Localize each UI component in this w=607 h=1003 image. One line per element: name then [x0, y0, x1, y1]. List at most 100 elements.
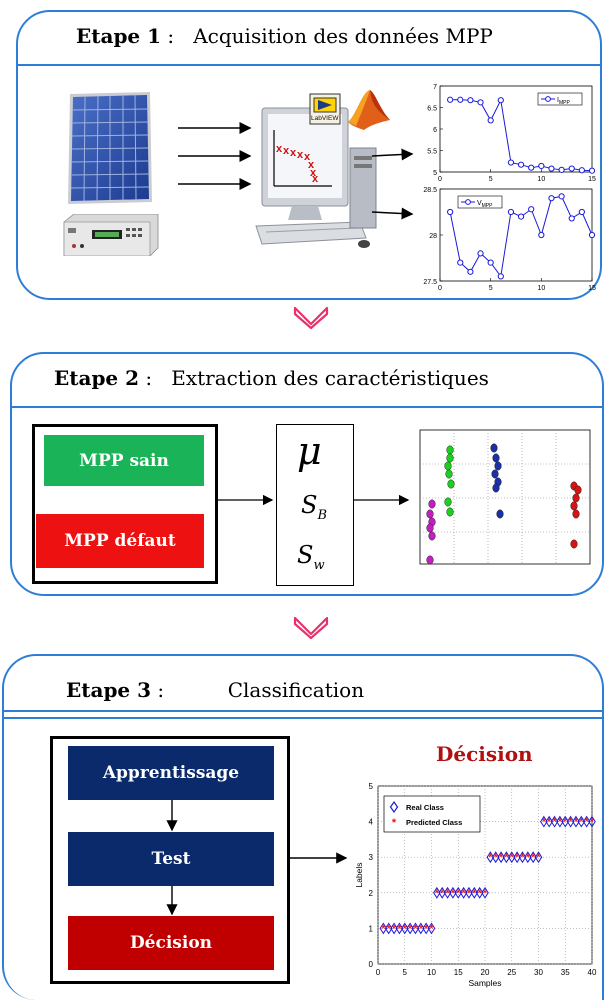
x-tick-label: 10 — [537, 176, 545, 183]
data-point — [507, 208, 515, 216]
cluster-point — [444, 497, 452, 507]
real-class-point — [390, 922, 398, 935]
real-class-point — [438, 886, 446, 899]
predicted-class-point: * — [499, 853, 503, 864]
real-class-point — [459, 886, 468, 899]
cluster-point — [428, 531, 436, 541]
real-class-point — [561, 815, 570, 828]
data-point — [457, 259, 464, 266]
predicted-class-point: * — [446, 888, 450, 899]
cluster-point — [445, 469, 453, 479]
predicted-class-point: * — [387, 924, 391, 935]
step2-heading: Extraction des caractéristiques — [171, 366, 489, 390]
cluster-point — [570, 501, 578, 511]
x-tick-label: 0 — [438, 176, 442, 183]
real-class-point — [582, 815, 591, 828]
real-class-point — [497, 851, 505, 864]
data-point — [548, 165, 555, 172]
data-point — [467, 268, 474, 275]
y-tick-label: 4 — [369, 818, 374, 827]
data-point — [467, 97, 474, 104]
predicted-class-point: * — [569, 817, 573, 828]
output-arrows — [371, 148, 414, 220]
predicted-class-point: * — [515, 853, 519, 864]
data-point — [558, 193, 565, 200]
real-class-point — [513, 851, 521, 864]
y-tick-label: 0 — [369, 960, 374, 969]
x-axis-label: Samples — [468, 978, 501, 988]
real-class-point — [443, 886, 452, 899]
plot-legend: IMPP — [537, 92, 583, 106]
data-point — [528, 206, 535, 213]
predicted-class-point: * — [403, 924, 407, 935]
mpp-state-box — [32, 424, 218, 584]
data-point — [447, 96, 454, 103]
step2-arrows — [218, 494, 410, 506]
predicted-class-point: * — [462, 888, 466, 899]
step1-label: Etape 1 — [76, 24, 162, 48]
real-class-point — [572, 815, 580, 828]
legend-label: VMPP — [477, 200, 493, 209]
test-box: Test — [68, 832, 274, 886]
predicted-class-point: * — [542, 817, 546, 828]
svg-text:x: x — [276, 143, 283, 155]
data-point — [487, 117, 494, 124]
x-tick-label: 5 — [403, 968, 408, 977]
predicted-class-point: * — [563, 817, 567, 828]
real-class-point — [454, 886, 463, 899]
cluster-point — [492, 453, 500, 463]
plot-legend: VMPP — [457, 195, 503, 209]
decision-box: Décision — [68, 916, 274, 970]
real-class-point — [524, 851, 532, 864]
feature-sb: SB — [301, 491, 328, 523]
x-tick-label: 15 — [588, 176, 596, 183]
step1-heading: Acquisition des données MPP — [193, 24, 493, 48]
step1-titlebar — [18, 12, 600, 66]
predicted-class-point: * — [467, 888, 471, 899]
data-point — [497, 273, 504, 280]
real-class-point — [379, 922, 388, 935]
data-point — [477, 99, 484, 106]
data-point — [497, 97, 504, 104]
y-tick-label: 6 — [433, 127, 437, 134]
data-point — [487, 259, 494, 266]
chart-legend: Real Class*Predicted Class — [383, 795, 481, 833]
y-tick-label: 7 — [433, 84, 437, 91]
x-tick-label: 40 — [588, 968, 597, 977]
real-class-point — [556, 815, 564, 828]
svg-text:x: x — [283, 145, 290, 157]
solar-panel-icon — [68, 92, 152, 204]
cluster-point — [572, 509, 580, 519]
y-axis-label: Labels — [354, 862, 364, 887]
predicted-class-point: * — [510, 853, 514, 864]
real-class-point — [518, 851, 527, 864]
real-class-point — [427, 922, 436, 935]
data-point — [588, 167, 596, 174]
data-point — [517, 161, 525, 168]
legend-predicted-label: Predicted Class — [406, 818, 462, 827]
data-point — [548, 195, 555, 202]
data-point — [568, 215, 575, 222]
cluster-point — [491, 469, 499, 479]
real-class-point — [481, 886, 489, 899]
chevron-down-icon — [293, 306, 329, 330]
data-point — [558, 166, 565, 173]
real-class-point — [411, 922, 420, 935]
features-box: μ SB Sw — [276, 424, 354, 586]
step1-title: Etape 1 : Acquisition des données MPP — [76, 24, 493, 48]
real-class-point — [417, 922, 425, 935]
real-class-point — [433, 886, 441, 899]
x-tick-label: 35 — [561, 968, 570, 977]
step2-titlebar — [12, 354, 602, 408]
real-class-point — [491, 851, 500, 864]
predicted-class-point: * — [537, 853, 541, 864]
predicted-class-point: * — [392, 924, 396, 935]
predicted-class-point: * — [590, 817, 594, 828]
data-point — [538, 231, 545, 239]
real-class-point — [486, 851, 495, 864]
svg-text:x: x — [304, 151, 311, 163]
apprentissage-box: Apprentissage — [68, 746, 274, 800]
y-tick-label: 28.5 — [423, 187, 437, 194]
